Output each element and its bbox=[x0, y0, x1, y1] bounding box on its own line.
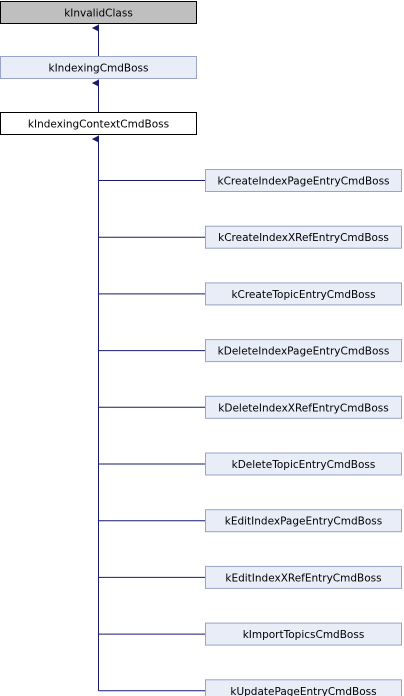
node-kindexingcmdboss-label: kIndexingCmdBoss bbox=[48, 63, 148, 75]
node-kdeletetopicentrycmdboss-label: kDeleteTopicEntryCmdBoss bbox=[232, 459, 376, 471]
node-kcreateindexpageentrycmdboss[interactable]: kCreateIndexPageEntryCmdBoss bbox=[205, 169, 402, 192]
node-kindexingcontextcmdboss-label: kIndexingContextCmdBoss bbox=[28, 119, 169, 131]
node-kimporttopicscmdboss[interactable]: kImportTopicsCmdBoss bbox=[205, 622, 402, 646]
node-keditindexpageentrycmdboss[interactable]: kEditIndexPageEntryCmdBoss bbox=[205, 509, 402, 533]
node-kupdatepageentrycmdboss-box bbox=[205, 679, 402, 696]
node-kcreatetopicentrycmdboss-label: kCreateTopicEntryCmdBoss bbox=[231, 289, 375, 301]
inheritance-edges bbox=[91, 24, 206, 692]
node-kdeleteindexxrefentrycmdboss-label: kDeleteIndexXRefEntryCmdBoss bbox=[218, 402, 388, 414]
node-kupdatepageentrycmdboss-label: kUpdatePageEntryCmdBoss bbox=[230, 686, 376, 696]
node-kimporttopicscmdboss-box bbox=[205, 622, 402, 646]
node-kcreatetopicentrycmdboss[interactable]: kCreateTopicEntryCmdBoss bbox=[205, 282, 402, 306]
node-keditindexxrefentrycmdboss-label: kEditIndexXRefEntryCmdBoss bbox=[225, 572, 381, 584]
node-kdeletetopicentrycmdboss[interactable]: kDeleteTopicEntryCmdBoss bbox=[205, 452, 402, 476]
node-kindexingcmdboss[interactable]: kIndexingCmdBoss bbox=[0, 56, 197, 79]
node-kimporttopicscmdboss-label: kImportTopicsCmdBoss bbox=[243, 629, 365, 641]
node-kindexingcontextcmdboss[interactable]: kIndexingContextCmdBoss bbox=[0, 112, 197, 135]
node-kdeleteindexpageentrycmdboss-box bbox=[205, 339, 402, 363]
node-kcreateindexxrefentrycmdboss[interactable]: kCreateIndexXRefEntryCmdBoss bbox=[205, 225, 402, 249]
node-kdeleteindexpageentrycmdboss-label: kDeleteIndexPageEntryCmdBoss bbox=[218, 346, 390, 358]
child-nodes: kCreateIndexPageEntryCmdBoss kCreateIndex… bbox=[205, 169, 402, 696]
node-kupdatepageentrycmdboss[interactable]: kUpdatePageEntryCmdBoss bbox=[205, 679, 402, 696]
node-kinvalidclass-label: kInvalidClass bbox=[64, 8, 133, 20]
node-kdeleteindexpageentrycmdboss[interactable]: kDeleteIndexPageEntryCmdBoss bbox=[205, 339, 402, 363]
node-keditindexxrefentrycmdboss[interactable]: kEditIndexXRefEntryCmdBoss bbox=[205, 565, 402, 589]
node-keditindexpageentrycmdboss-label: kEditIndexPageEntryCmdBoss bbox=[225, 516, 382, 528]
node-kinvalidclass[interactable]: kInvalidClass bbox=[0, 1, 197, 24]
node-kdeletetopicentrycmdboss-box bbox=[205, 452, 402, 476]
node-kdeleteindexxrefentrycmdboss-box bbox=[205, 395, 402, 419]
node-kdeleteindexxrefentrycmdboss[interactable]: kDeleteIndexXRefEntryCmdBoss bbox=[205, 395, 402, 419]
node-kcreateindexpageentrycmdboss-box bbox=[205, 169, 402, 192]
node-kcreateindexxrefentrycmdboss-label: kCreateIndexXRefEntryCmdBoss bbox=[218, 232, 389, 244]
node-keditindexxrefentrycmdboss-box bbox=[205, 565, 402, 589]
node-keditindexpageentrycmdboss-box bbox=[205, 509, 402, 533]
node-kcreateindexxrefentrycmdboss-box bbox=[205, 225, 402, 249]
node-kcreateindexpageentrycmdboss-label: kCreateIndexPageEntryCmdBoss bbox=[217, 176, 389, 188]
node-kcreatetopicentrycmdboss-box bbox=[205, 282, 402, 306]
